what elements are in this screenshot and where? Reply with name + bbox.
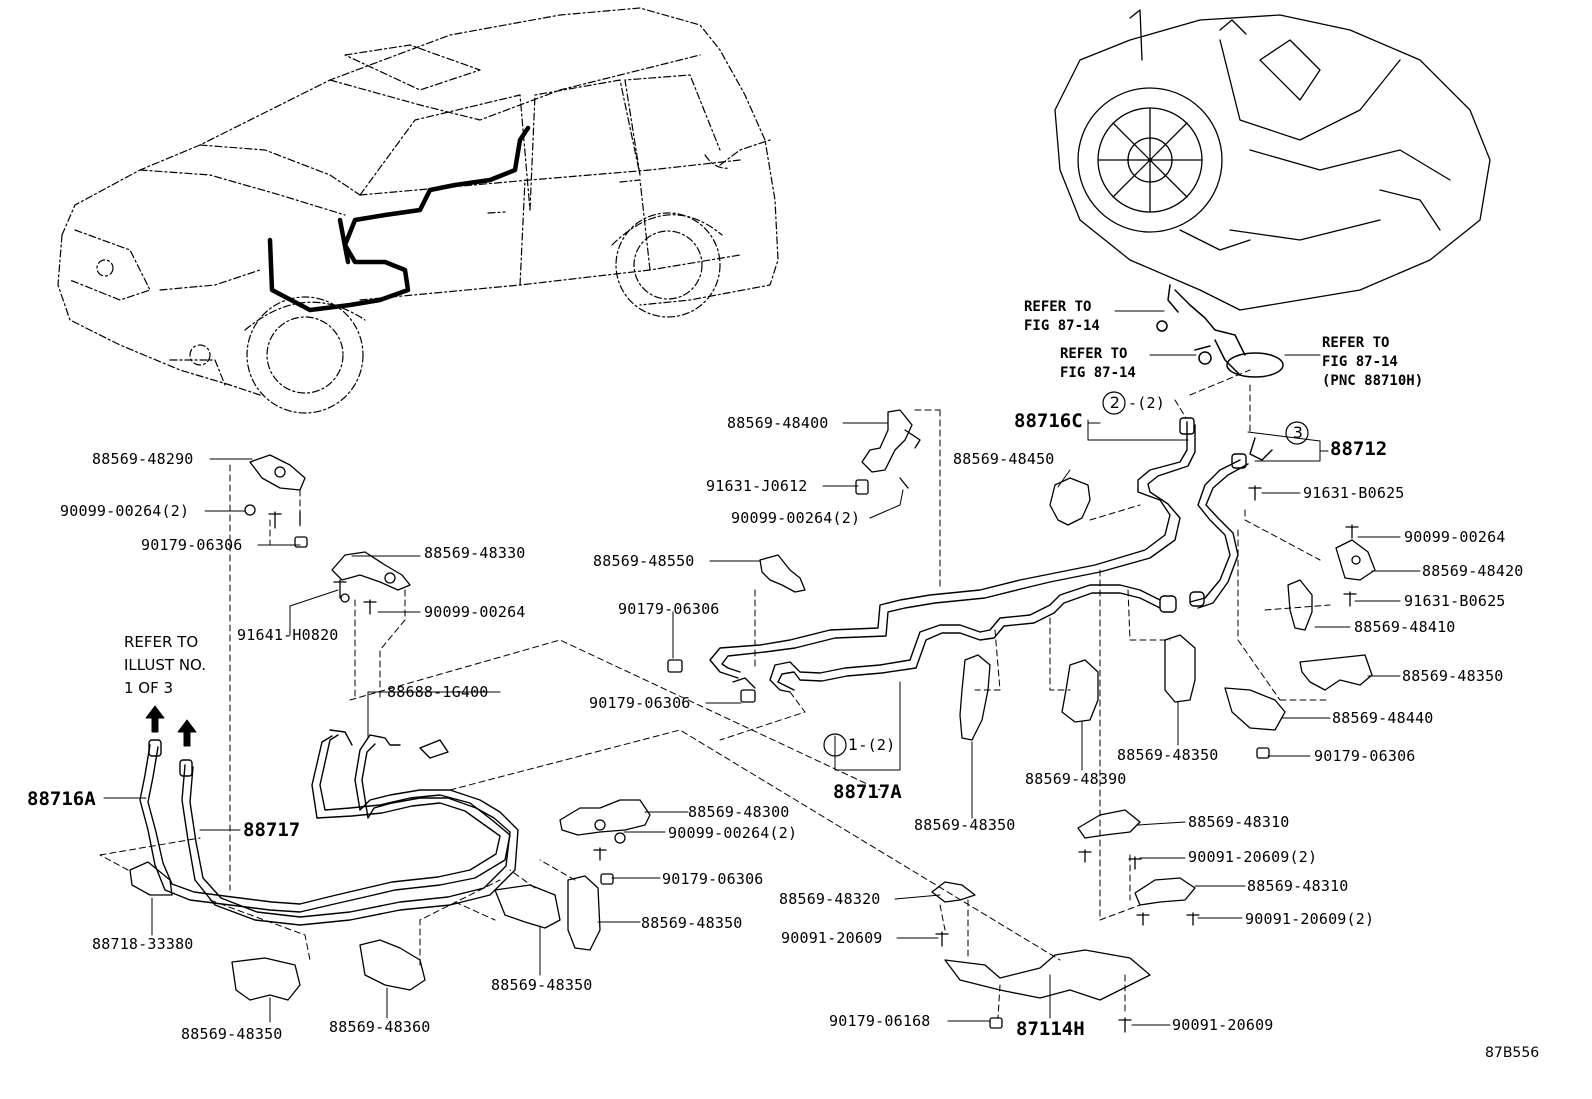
part-label-88569-48550: 88569-48550: [593, 552, 695, 570]
part-label-90179-06306: 90179-06306: [141, 536, 243, 554]
vehicle-pipe-route: [267, 125, 531, 313]
clamps-and-fasteners: [129, 409, 1376, 1033]
part-label-88569-48400: 88569-48400: [727, 414, 829, 432]
part-label-88569-48450: 88569-48450: [953, 450, 1055, 468]
callout-2-number-wrap: 2: [1109, 395, 1121, 411]
part-label-88569-48360: 88569-48360: [329, 1018, 431, 1036]
part-label-88569-48350-c: 88569-48350: [641, 914, 743, 932]
part-label-91641-h0820: 91641-H0820: [237, 626, 339, 644]
part-label-88569-48350-a: 88569-48350: [181, 1025, 283, 1043]
part-label-88718-33380: 88718-33380: [92, 935, 194, 953]
pipe-assembly-left: [139, 729, 519, 926]
refer-fig-a-line2: FIG 87-14: [1024, 318, 1100, 334]
callout-3-number: 3: [1292, 423, 1304, 442]
part-label-88569-48300: 88569-48300: [688, 803, 790, 821]
assembly-label-88712: 88712: [1330, 438, 1388, 460]
part-label-88569-48350-e: 88569-48350: [1117, 746, 1219, 764]
callout-1-qty: -(2): [858, 736, 896, 754]
refer-illust-line2: ILLUST NO.: [124, 656, 207, 674]
part-label-88569-48310-b: 88569-48310: [1247, 877, 1349, 895]
assembly-label-88716c: 88716C: [1014, 410, 1083, 432]
callout-circles: [823, 391, 1309, 757]
part-label-88569-48350-f: 88569-48350: [1402, 667, 1504, 685]
part-label-90179-06306-e: 90179-06306: [1314, 747, 1416, 765]
refer-illust-line3: 1 OF 3: [124, 679, 174, 697]
part-label-88569-48350-b: 88569-48350: [491, 976, 593, 994]
part-label-90091-20609-2b: 90091-20609(2): [1245, 910, 1375, 928]
part-label-90091-20609-2a: 90091-20609(2): [1188, 848, 1318, 866]
pipe-assembly-main: [709, 417, 1273, 693]
clip-88688-1g400: [419, 739, 449, 759]
part-label-88569-48330: 88569-48330: [424, 544, 526, 562]
part-label-88569-48440: 88569-48440: [1332, 709, 1434, 727]
callout-2-number: 2: [1109, 393, 1121, 412]
part-label-90091-20609-b: 90091-20609: [1172, 1016, 1274, 1034]
part-label-88569-48390: 88569-48390: [1025, 770, 1127, 788]
dashed-lines: [99, 369, 1331, 1019]
assembly-label-88716a: 88716A: [27, 788, 96, 810]
assembly-label-88717: 88717: [243, 819, 301, 841]
heater-hose-fittings: [1156, 284, 1284, 378]
part-label-90179-06306-c: 90179-06306: [618, 600, 720, 618]
assembly-label-88717a: 88717A: [833, 781, 902, 803]
refer-fig-pnc-line1: REFER TO: [1322, 335, 1390, 351]
part-label-90179-06168: 90179-06168: [829, 1012, 931, 1030]
callout-3: 3: [1292, 425, 1304, 441]
assembly-label-87114h: 87114H: [1016, 1018, 1085, 1040]
part-label-88688-1g400: 88688-1G400: [387, 683, 489, 701]
part-label-90099-00264-2c: 90099-00264(2): [731, 509, 861, 527]
refer-fig-b-line1: REFER TO: [1060, 346, 1128, 362]
part-label-88569-48320: 88569-48320: [779, 890, 881, 908]
part-label-90091-20609-a: 90091-20609: [781, 929, 883, 947]
part-label-90099-00264-d: 90099-00264: [1404, 528, 1506, 546]
vehicle-illustration: [57, 7, 779, 414]
part-label-90179-06306-d: 90179-06306: [589, 694, 691, 712]
part-label-88569-48410: 88569-48410: [1354, 618, 1456, 636]
refer-fig-pnc-line3: (PNC 88710H): [1322, 373, 1424, 389]
refer-fig-a-line1: REFER TO: [1024, 299, 1092, 315]
part-label-90099-00264-2b: 90099-00264(2): [668, 824, 798, 842]
part-label-91631-j0612: 91631-J0612: [706, 477, 808, 495]
part-label-90099-00264-2: 90099-00264(2): [60, 502, 190, 520]
diagram-code: 87B556: [1485, 1045, 1540, 1061]
refer-illust-line1: REFER TO: [124, 633, 199, 651]
up-arrows: [145, 705, 197, 747]
part-label-88569-48420: 88569-48420: [1422, 562, 1524, 580]
part-label-90099-00264: 90099-00264: [424, 603, 526, 621]
refer-fig-pnc-line2: FIG 87-14: [1322, 354, 1398, 370]
callout-1: 1-(2): [848, 735, 896, 754]
heater-unit-illustration: [1054, 9, 1491, 311]
part-label-90179-06306-b: 90179-06306: [662, 870, 764, 888]
part-label-91631-b0625-b: 91631-B0625: [1404, 592, 1506, 610]
callout-1-number: 1: [848, 735, 859, 754]
part-label-88569-48290: 88569-48290: [92, 450, 194, 468]
part-label-91631-b0625-a: 91631-B0625: [1303, 484, 1405, 502]
part-label-88569-48350-d: 88569-48350: [914, 816, 1016, 834]
refer-fig-b-line2: FIG 87-14: [1060, 365, 1136, 381]
part-label-88569-48310-a: 88569-48310: [1188, 813, 1290, 831]
callout-2: -(2): [1128, 395, 1165, 411]
callout-2-qty: -(2): [1128, 394, 1165, 412]
